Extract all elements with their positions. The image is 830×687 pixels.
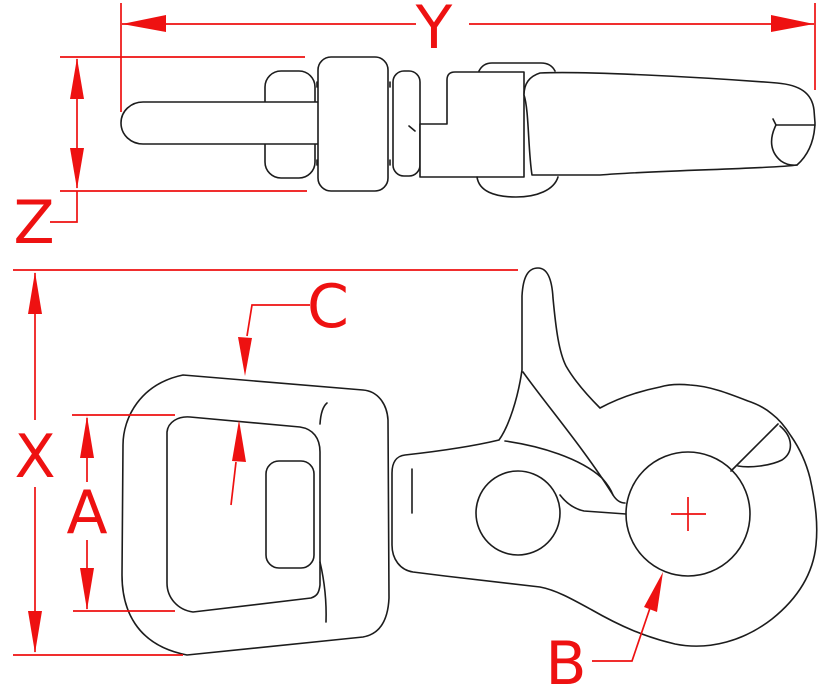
dimension-lines (13, 3, 816, 662)
dim-y-arrow-right (771, 15, 814, 32)
dim-label-a: A (66, 478, 107, 548)
swivel-nut-outline (317, 56, 389, 192)
dim-b-leader (592, 607, 651, 662)
dim-x-arrow-bottom (28, 611, 42, 653)
rivet-hole-circle (475, 470, 561, 556)
trigger-tab-profile (478, 62, 556, 72)
front-view (121, 267, 818, 656)
eye-band-edge-bottom (319, 561, 327, 623)
dim-c-inner-tail (230, 461, 237, 506)
dim-x-arrow-top (28, 272, 42, 314)
body-block-profile (419, 71, 525, 178)
dim-a-arrow-bottom (80, 568, 94, 610)
dim-label-x: X (14, 422, 55, 492)
dim-a-arrow-top (80, 416, 94, 458)
gate-edge-lower (504, 440, 614, 496)
dim-c-leader (246, 304, 310, 337)
dimension-labels: Y Z X A C B (13, 0, 586, 687)
bowl-dome-profile (476, 176, 559, 198)
web-saddle-line (559, 494, 627, 515)
swivel-stem-slot (265, 460, 315, 569)
dim-b-arrow (644, 572, 663, 612)
hook-nose-inner-arc (737, 425, 792, 468)
gate-edge-upper (522, 371, 626, 504)
top-view-side-profile (120, 56, 816, 198)
snout-lip-tick (772, 118, 777, 126)
dim-label-c: C (307, 272, 349, 342)
dim-c-arrow-outer (238, 337, 252, 376)
eye-band-edge-top (319, 402, 328, 425)
hinge-spacer-outline (392, 70, 421, 177)
dim-label-z: Z (13, 188, 54, 258)
dim-label-y: Y (415, 0, 453, 63)
eye-bar-profile (120, 101, 331, 145)
dim-c-arrow-inner (232, 420, 246, 462)
dim-z-arrow-bottom (70, 148, 84, 189)
hinge-detail-tick (408, 125, 416, 132)
dim-z-arrow-top (70, 58, 84, 99)
dim-y-arrow-left (122, 15, 166, 32)
gate-nose-contact-line (730, 423, 779, 472)
dim-label-b: B (545, 629, 586, 687)
snout-profile (523, 71, 816, 176)
dim-z-leader (50, 191, 78, 223)
bowl-center-cross (671, 497, 706, 531)
snap-body-outline (391, 267, 818, 647)
part-line-art (120, 56, 818, 656)
swivel-eye-outer (121, 374, 390, 656)
swivel-eye-inner (166, 416, 321, 613)
dimension-arrowheads (28, 15, 814, 653)
snout-inner-lip-arc (770, 124, 798, 166)
